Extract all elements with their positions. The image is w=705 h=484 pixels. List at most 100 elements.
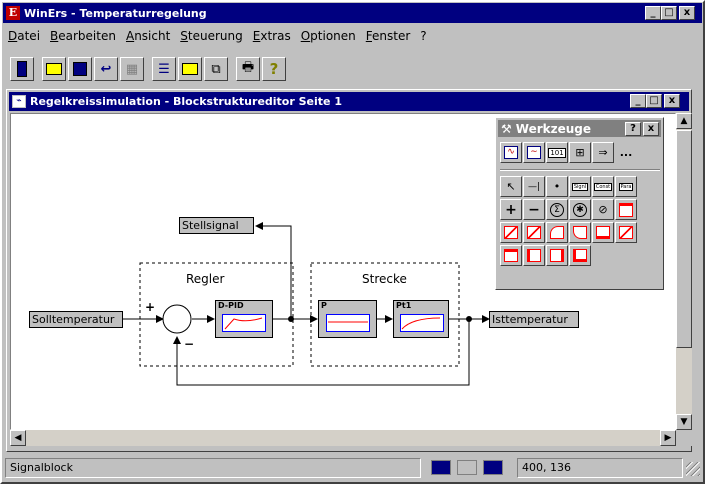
signal-view-icon[interactable]	[457, 460, 477, 475]
statusbar: Signalblock 400, 136	[3, 456, 702, 480]
dot-icon: •	[553, 180, 561, 193]
palette-top-2[interactable]: 101	[546, 142, 568, 163]
editor-maximize-button[interactable]: □	[646, 94, 662, 108]
block-view-icon[interactable]	[431, 460, 451, 475]
editor-window-icon[interactable]: ⌁	[12, 95, 26, 108]
istwert-block[interactable]: Isttemperatur	[489, 311, 579, 328]
grid-button[interactable]: ▦	[120, 57, 144, 81]
scroll-down-button[interactable]: ▼	[676, 414, 692, 430]
palette-divider	[500, 169, 660, 171]
palette-r2-0[interactable]: +	[500, 199, 522, 220]
palette-r1-4[interactable]: Const	[592, 176, 614, 197]
palette-r2-2[interactable]: Σ	[546, 199, 568, 220]
app-maximize-button[interactable]: □	[661, 6, 677, 20]
app-close-button[interactable]: x	[679, 6, 695, 20]
palette-top-5[interactable]: ...	[615, 142, 637, 163]
menu-help[interactable]: ?	[420, 29, 427, 43]
palette-help-button[interactable]: ?	[625, 122, 641, 136]
editor-close-button[interactable]: x	[664, 94, 680, 108]
palette-top-0[interactable]: ∿	[500, 142, 522, 163]
app-icon[interactable]: E	[6, 6, 20, 20]
pid-response-icon	[222, 314, 266, 332]
palette-r3-2[interactable]	[546, 222, 568, 243]
app-titlebar[interactable]: E WinErs - Temperaturregelung	[3, 3, 702, 23]
menu-extras[interactable]: Extras	[252, 29, 291, 43]
status-message: Signalblock	[5, 458, 421, 478]
param-view-icon[interactable]	[483, 460, 503, 475]
print-button[interactable]: 🖶	[236, 57, 260, 81]
pid-block[interactable]: D-PID	[215, 300, 273, 338]
regler-group-label: Regler	[186, 272, 225, 286]
scroll-right-button[interactable]: ▶	[660, 430, 676, 446]
scroll-up-button[interactable]: ▲	[676, 113, 692, 129]
editor-titlebar[interactable]: ⌁ Regelkreissimulation - Blockstruktured…	[9, 92, 689, 111]
palette-r3-0[interactable]	[500, 222, 522, 243]
pt1-response-icon	[400, 314, 444, 332]
open-folder-icon	[46, 63, 62, 75]
palette-r1-3[interactable]: Signl	[569, 176, 591, 197]
exit-button[interactable]	[10, 57, 34, 81]
menu-datei[interactable]: Datei	[8, 29, 41, 43]
palette-r2-1[interactable]: −	[523, 199, 545, 220]
menu-fenster[interactable]: Fenster	[365, 29, 411, 43]
editor-minimize-button[interactable]: _	[630, 94, 646, 108]
pid-block-label: D-PID	[218, 301, 244, 310]
pointer-icon: ↖	[506, 180, 516, 193]
palette-r1-2[interactable]: •	[546, 176, 568, 197]
horizontal-scrollbar[interactable]: ◀ ▶	[10, 430, 676, 446]
size-grip-corner[interactable]	[676, 430, 692, 446]
line-icon: —|	[527, 181, 541, 192]
pt1-block[interactable]: Pt1	[393, 300, 449, 338]
palette-top-4[interactable]: ⇒	[592, 142, 614, 163]
exit-door-icon	[17, 61, 27, 77]
save-button[interactable]	[68, 57, 92, 81]
multiply-icon: ✱	[573, 202, 587, 217]
open-button[interactable]	[42, 57, 66, 81]
menu-ansicht[interactable]: Ansicht	[125, 29, 171, 43]
palette-r4-1[interactable]	[523, 245, 545, 266]
palette-top-1[interactable]: ∼	[523, 142, 545, 163]
list-button[interactable]: ☰	[152, 57, 176, 81]
palette-r3-5[interactable]	[615, 222, 637, 243]
palette-r1-5[interactable]: Para	[615, 176, 637, 197]
palette-r4-3[interactable]	[569, 245, 591, 266]
status-coordinates: 400, 136	[517, 458, 683, 478]
app-minimize-button[interactable]: _	[645, 6, 661, 20]
vertical-scroll-thumb[interactable]	[676, 130, 692, 348]
copy-page-button[interactable]: ⧉	[204, 57, 228, 81]
pt2-block-icon	[573, 226, 587, 239]
palette-r4-0[interactable]	[500, 245, 522, 266]
wire-stellsignal	[255, 222, 292, 319]
scroll-left-button[interactable]: ◀	[10, 430, 26, 446]
block-tree-icon: ⊞	[575, 146, 585, 159]
menu-optionen[interactable]: Optionen	[300, 29, 356, 43]
stellsignal-block[interactable]: Stellsignal	[179, 217, 254, 234]
palette-r1-0[interactable]: ↖	[500, 176, 522, 197]
vertical-scrollbar[interactable]: ▲ ▼	[676, 113, 692, 430]
palette-r2-5[interactable]	[615, 199, 637, 220]
menubar: Datei Bearbeiten Ansicht Steuerung Extra…	[3, 26, 702, 46]
save-disk-icon	[73, 62, 87, 76]
palette-close-button[interactable]: x	[643, 122, 659, 136]
connection-lines	[123, 222, 490, 386]
palette-r3-1[interactable]	[523, 222, 545, 243]
strecke-group-label: Strecke	[362, 272, 407, 286]
palette-top-3[interactable]: ⊞	[569, 142, 591, 163]
window-resize-grip[interactable]	[686, 462, 700, 476]
palette-r3-3[interactable]	[569, 222, 591, 243]
numeric-display-button[interactable]	[178, 57, 202, 81]
p-block[interactable]: P	[318, 300, 377, 338]
menu-steuerung[interactable]: Steuerung	[180, 29, 243, 43]
palette-titlebar[interactable]: ⚒ Werkzeuge	[498, 120, 661, 137]
limiter-block-icon	[527, 226, 541, 239]
print-icon: 🖶	[241, 60, 255, 75]
palette-r2-3[interactable]: ✱	[569, 199, 591, 220]
palette-r1-1[interactable]: —|	[523, 176, 545, 197]
palette-r2-4[interactable]: ⊘	[592, 199, 614, 220]
sollwert-block[interactable]: Solltemperatur	[29, 311, 123, 328]
palette-r3-4[interactable]	[592, 222, 614, 243]
palette-r4-2[interactable]	[546, 245, 568, 266]
undo-button[interactable]: ↩	[94, 57, 118, 81]
help-button[interactable]: ?	[262, 57, 286, 81]
menu-bearbeiten[interactable]: Bearbeiten	[50, 29, 116, 43]
